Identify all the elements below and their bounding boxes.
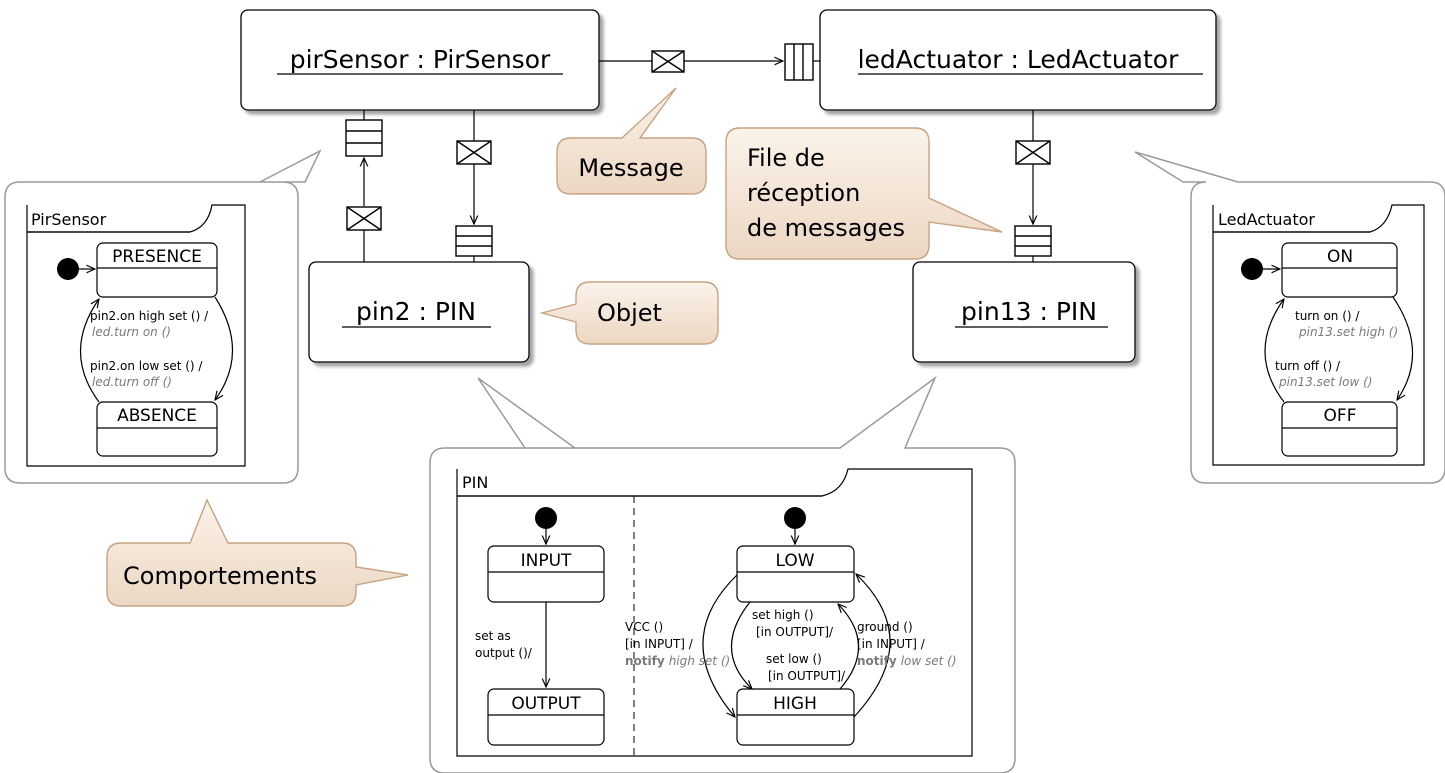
state-low: LOW <box>736 545 855 603</box>
transition-label: [in OUTPUT]/ <box>768 669 846 683</box>
state-low-label: LOW <box>775 551 814 571</box>
transition-label: notify <box>625 654 665 668</box>
initial-state-marker <box>784 507 806 529</box>
transition-action: high set () <box>669 654 731 668</box>
transition-action: low set () <box>901 654 957 668</box>
callout-queue-line2: réception <box>747 179 860 207</box>
transition-action: pin13.set high () <box>1298 325 1398 339</box>
transition-label: turn off () / <box>1275 359 1341 373</box>
callout-behaviours-text: Comportements <box>123 562 317 590</box>
object-pin2-label: pin2 : PIN <box>356 297 476 326</box>
message-envelope-icon <box>1015 140 1051 165</box>
message-queue-icon <box>345 119 383 157</box>
state-on-label: ON <box>1327 247 1353 267</box>
object-led-label: ledActuator : LedActuator <box>858 45 1179 74</box>
object-pin2: pin2 : PIN <box>308 261 530 363</box>
state-presence: PRESENCE <box>96 242 218 298</box>
pin-behaviour-bubble <box>429 375 1016 773</box>
transition-action: led.turn off () <box>92 375 172 389</box>
state-input-label: INPUT <box>521 551 572 571</box>
callout-message-text: Message <box>578 154 683 182</box>
callout-object-text: Objet <box>597 299 662 327</box>
message-queue-icon <box>455 225 493 262</box>
state-output: OUTPUT <box>487 688 605 746</box>
pir-behaviour-bubble <box>4 149 322 484</box>
callout-message: Message <box>556 87 707 195</box>
transition-label: set low () <box>766 652 822 666</box>
statemachine-pirsensor-title: PirSensor <box>31 210 107 229</box>
state-off-label: OFF <box>1324 406 1357 426</box>
connector-pir-to-pin2 <box>455 110 493 262</box>
initial-state-marker <box>1241 258 1263 280</box>
transition-label: turn on () / <box>1295 309 1360 323</box>
statemachine-ledactuator-title: LedActuator <box>1218 210 1315 229</box>
transition-label: notify <box>857 654 897 668</box>
state-off: OFF <box>1281 401 1398 457</box>
state-high-label: HIGH <box>773 694 817 714</box>
state-presence-label: PRESENCE <box>112 247 202 267</box>
statemachine-pin-title: PIN <box>462 473 488 492</box>
transition-label: pin2.on high set () / <box>90 309 209 323</box>
statemachine-ledactuator: LedActuator ON OFF turn on () / pin13.se… <box>1212 204 1425 466</box>
callout-queue-line3: de messages <box>747 214 905 242</box>
callout-object: Objet <box>539 281 719 345</box>
state-absence-label: ABSENCE <box>117 406 197 426</box>
callout-queue-line1: File de <box>747 144 825 172</box>
connector-pir-to-led <box>599 43 820 81</box>
callout-behaviours: Comportements <box>106 498 409 607</box>
transition-label: set high () <box>752 608 814 622</box>
statemachine-pin: PIN INPUT OUTPUT set as output ()/ LOW <box>456 468 973 757</box>
transition-action: pin13.set low () <box>1278 375 1372 389</box>
transition-label: VCC () <box>625 620 663 634</box>
message-queue-icon <box>784 43 820 81</box>
object-pir-label: pirSensor : PirSensor <box>290 45 551 74</box>
transition-label: [in INPUT] / <box>857 637 926 651</box>
transition-label: ground () <box>857 620 913 634</box>
state-on: ON <box>1281 242 1398 298</box>
initial-state-marker <box>57 258 79 280</box>
transition-label: [in INPUT] / <box>625 637 694 651</box>
state-absence: ABSENCE <box>96 401 218 457</box>
message-queue-icon <box>1014 225 1052 262</box>
connector-led-to-pin13 <box>1014 110 1052 262</box>
state-input: INPUT <box>487 545 605 603</box>
transition-label: [in OUTPUT]/ <box>756 625 834 639</box>
message-envelope-icon <box>651 50 685 73</box>
object-pin13-label: pin13 : PIN <box>961 297 1097 326</box>
state-high: HIGH <box>736 688 855 746</box>
callout-queue: File de réception de messages <box>725 127 1003 260</box>
state-output-label: OUTPUT <box>511 694 581 714</box>
object-pir-sensor: pirSensor : PirSensor <box>240 9 600 111</box>
transition-action: led.turn on () <box>92 325 171 339</box>
connector-pin2-to-pir <box>345 110 383 262</box>
transition-label: pin2.on low set () / <box>90 359 203 373</box>
message-envelope-icon <box>346 206 382 231</box>
transition-label: output ()/ <box>475 646 533 660</box>
message-envelope-icon <box>456 140 492 165</box>
initial-state-marker <box>535 507 557 529</box>
statemachine-pirsensor: PirSensor PRESENCE ABSENCE pin2.on high … <box>26 204 246 467</box>
transition-label: set as <box>475 629 511 643</box>
object-led-actuator: ledActuator : LedActuator <box>819 9 1217 111</box>
object-pin13: pin13 : PIN <box>912 261 1136 363</box>
